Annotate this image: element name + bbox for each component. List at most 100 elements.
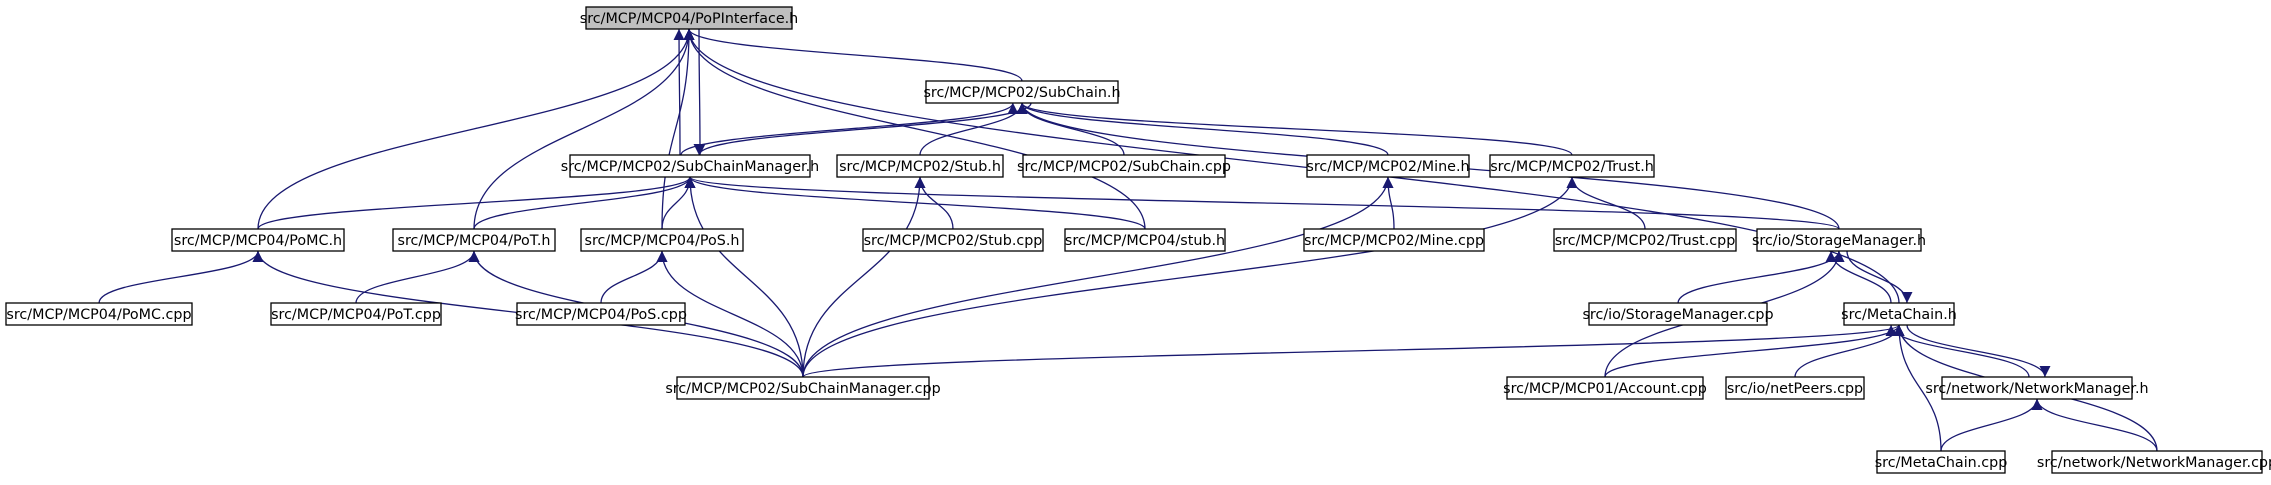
edge-subchain_h-to-popinterface_h xyxy=(683,28,1023,82)
edge-subchainmanager_cpp-to-pos_h xyxy=(656,250,804,378)
node-metachain-h[interactable]: src/MetaChain.h xyxy=(1841,302,1957,326)
node-label: src/network/NetworkManager.cpp xyxy=(2037,455,2271,471)
node-label: src/network/NetworkManager.h xyxy=(1925,381,2148,397)
edge-subchainmanager_h-to-subchain_h xyxy=(680,102,1019,156)
edge-netpeers_cpp-to-metachain_h xyxy=(1794,324,1905,378)
node-pot-h[interactable]: src/MCP/MCP04/PoT.h xyxy=(392,228,556,252)
node-box xyxy=(1553,228,1737,252)
node-pomc-h[interactable]: src/MCP/MCP04/PoMC.h xyxy=(171,228,345,252)
node-label: src/MCP/MCP04/stub.h xyxy=(1065,233,1225,249)
node-trust-cpp[interactable]: src/MCP/MCP02/Trust.cpp xyxy=(1553,228,1737,252)
node-networkmanager-cpp[interactable]: src/network/NetworkManager.cpp xyxy=(2037,450,2271,474)
node-box xyxy=(516,302,686,326)
node-pos-h[interactable]: src/MCP/MCP04/PoS.h xyxy=(580,228,744,252)
node-box xyxy=(2051,450,2263,474)
edge-pomc_h-to-subchainmanager_h xyxy=(257,176,696,230)
edge-pos_cpp-to-pos_h xyxy=(600,250,668,304)
node-label: src/MetaChain.h xyxy=(1841,307,1957,323)
node-trust-h[interactable]: src/MCP/MCP02/Trust.h xyxy=(1489,154,1655,178)
edge-subchainmanager_cpp-to-stub_h xyxy=(802,176,926,378)
node-box xyxy=(392,228,556,252)
node-storagemanager-h[interactable]: src/io/StorageManager.h xyxy=(1752,228,1926,252)
edge-subchainmanager_cpp-to-mine_h xyxy=(802,176,1394,378)
node-label: src/io/netPeers.cpp xyxy=(1727,381,1863,397)
edge-subchainmanager_cpp-to-trust_h xyxy=(802,176,1578,378)
node-pot-cpp[interactable]: src/MCP/MCP04/PoT.cpp xyxy=(270,302,442,326)
node-stub-cpp[interactable]: src/MCP/MCP02/Stub.cpp xyxy=(862,228,1044,252)
node-popinterface-h[interactable]: src/MCP/MCP04/PoPInterface.h xyxy=(580,6,799,30)
edge-pot_h-to-popinterface_h xyxy=(473,28,695,230)
node-box xyxy=(1022,154,1226,178)
node-label: src/MCP/MCP02/SubChain.h xyxy=(923,85,1120,101)
node-mine-h[interactable]: src/MCP/MCP02/Mine.h xyxy=(1306,154,1470,178)
node-label: src/MCP/MCP02/SubChainManager.h xyxy=(561,159,819,175)
edge-pot_cpp-to-pot_h xyxy=(355,250,480,304)
node-label: src/MCP/MCP02/Stub.cpp xyxy=(864,233,1043,249)
node-box xyxy=(1506,376,1704,400)
node-box xyxy=(676,376,930,400)
node-box xyxy=(171,228,345,252)
node-label: src/MCP/MCP04/PoMC.h xyxy=(174,233,342,249)
edge-subchainmanager_h-to-popinterface_h xyxy=(673,28,685,156)
node-label: src/MCP/MCP04/PoS.cpp xyxy=(515,307,687,323)
edge-account_cpp-to-metachain_h xyxy=(1604,324,1905,378)
node-subchainmanager-h[interactable]: src/MCP/MCP02/SubChainManager.h xyxy=(561,154,819,178)
node-label: src/MCP/MCP04/PoT.cpp xyxy=(271,307,441,323)
node-label: src/io/StorageManager.h xyxy=(1752,233,1926,249)
node-netpeers-cpp[interactable]: src/io/netPeers.cpp xyxy=(1725,376,1865,400)
node-label: src/MCP/MCP04/PoS.h xyxy=(585,233,740,249)
node-box xyxy=(585,6,793,30)
node-box xyxy=(1941,376,2133,400)
edge-storagemanager_cpp-to-storagemanager_h xyxy=(1677,250,1845,304)
edge-mine_h-to-subchain_h xyxy=(1016,102,1389,156)
node-label: src/MCP/MCP02/Trust.h xyxy=(1490,159,1654,175)
node-box xyxy=(1489,154,1655,178)
node-layer: src/MCP/MCP04/PoPInterface.h src/MCP/MCP0… xyxy=(5,6,2271,474)
node-stub4-h[interactable]: src/MCP/MCP04/stub.h xyxy=(1064,228,1226,252)
node-label: src/MCP/MCP02/Stub.h xyxy=(839,159,1001,175)
node-pos-cpp[interactable]: src/MCP/MCP04/PoS.cpp xyxy=(515,302,687,326)
edge-subchainmanager_cpp-to-metachain_h xyxy=(802,324,1905,378)
node-box xyxy=(862,228,1044,252)
edge-mine_cpp-to-mine_h xyxy=(1382,176,1395,230)
edge-stub_h-to-subchain_h xyxy=(919,102,1028,156)
node-box xyxy=(1843,302,1955,326)
node-label: src/MCP/MCP02/Trust.cpp xyxy=(1555,233,1736,249)
edge-pomc_h-to-popinterface_h xyxy=(257,28,695,230)
node-box xyxy=(1303,228,1485,252)
node-mine-cpp[interactable]: src/MCP/MCP02/Mine.cpp xyxy=(1303,228,1485,252)
node-box xyxy=(5,302,193,326)
node-box xyxy=(1725,376,1865,400)
node-box xyxy=(580,228,744,252)
edge-storagemanager_h-to-metachain_h xyxy=(1846,250,1913,304)
node-storagemanager-cpp[interactable]: src/io/StorageManager.cpp xyxy=(1582,302,1774,326)
edge-networkmanager_cpp-to-networkmanager_h xyxy=(2031,398,2158,452)
node-box xyxy=(569,154,811,178)
node-label: src/MCP/MCP04/PoMC.cpp xyxy=(6,307,191,323)
node-metachain-cpp[interactable]: src/MetaChain.cpp xyxy=(1875,450,2008,474)
edge-metachain_h-to-storagemanager_h xyxy=(1825,250,1892,304)
node-box xyxy=(1756,228,1922,252)
node-label: src/MCP/MCP04/PoPInterface.h xyxy=(580,11,799,27)
node-box xyxy=(836,154,1004,178)
edge-subchainmanager_cpp-to-subchainmanager_h xyxy=(684,176,804,378)
node-label: src/io/StorageManager.cpp xyxy=(1582,307,1773,323)
edge-pomc_cpp-to-pomc_h xyxy=(98,250,264,304)
node-stub-h[interactable]: src/MCP/MCP02/Stub.h xyxy=(836,154,1004,178)
edge-trust_h-to-subchain_h xyxy=(1016,102,1573,156)
node-box xyxy=(270,302,442,326)
node-networkmanager-h[interactable]: src/network/NetworkManager.h xyxy=(1925,376,2149,400)
edge-stub4_h-to-popinterface_h xyxy=(683,28,1146,230)
node-subchain-cpp[interactable]: src/MCP/MCP02/SubChain.cpp xyxy=(1017,154,1231,178)
edge-popinterface_h-to-subchainmanager_h xyxy=(694,28,706,156)
node-subchainmanager-cpp[interactable]: src/MCP/MCP02/SubChainManager.cpp xyxy=(665,376,941,400)
node-box xyxy=(925,80,1119,104)
edge-pos_h-to-popinterface_h xyxy=(661,28,695,230)
edge-subchain_h-to-subchainmanager_h xyxy=(693,102,1032,156)
edge-trust_cpp-to-trust_h xyxy=(1566,176,1646,230)
node-pomc-cpp[interactable]: src/MCP/MCP04/PoMC.cpp xyxy=(5,302,193,326)
edge-layer xyxy=(98,28,2158,452)
node-subchain-h[interactable]: src/MCP/MCP02/SubChain.h xyxy=(923,80,1121,104)
node-account-cpp[interactable]: src/MCP/MCP01/Account.cpp xyxy=(1503,376,1707,400)
